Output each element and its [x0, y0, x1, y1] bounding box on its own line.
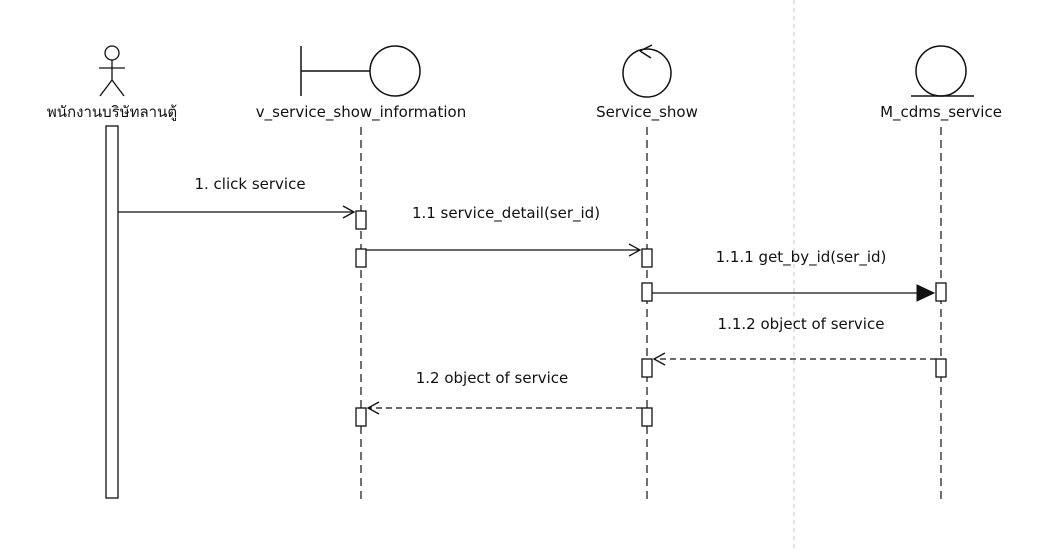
- message-label-3: 1.1.1 get_by_id(ser_id): [716, 248, 887, 267]
- message-label-1: 1. click service: [194, 175, 305, 193]
- participant-label-entity: M_cdms_service: [880, 103, 1002, 122]
- actor-icon: [99, 45, 125, 97]
- participant-label-actor: พนักงานบริษัทลานตู้: [47, 103, 177, 121]
- activation-box-entity-1: [935, 282, 947, 302]
- activation-box-boundary-1: [355, 210, 367, 230]
- participant-label-control: Service_show: [596, 103, 698, 122]
- activation-box-control-4: [641, 407, 653, 427]
- boundary-icon: [300, 45, 421, 97]
- activation-box-boundary-2: [355, 248, 367, 268]
- message-label-4: 1.1.2 object of service: [718, 315, 885, 333]
- activation-box-control-1: [641, 248, 653, 268]
- activation-box-entity-2: [935, 358, 947, 378]
- message-label-2: 1.1 service_detail(ser_id): [412, 204, 600, 223]
- activation-box-control-2: [641, 282, 653, 302]
- message-label-5: 1.2 object of service: [416, 369, 569, 387]
- entity-icon: [911, 45, 974, 97]
- control-icon: [622, 44, 672, 98]
- activation-box-boundary-3: [355, 407, 367, 427]
- activation-box-control-3: [641, 358, 653, 378]
- participant-label-boundary: v_service_show_information: [256, 103, 466, 122]
- actor-activation-bar: [105, 125, 119, 499]
